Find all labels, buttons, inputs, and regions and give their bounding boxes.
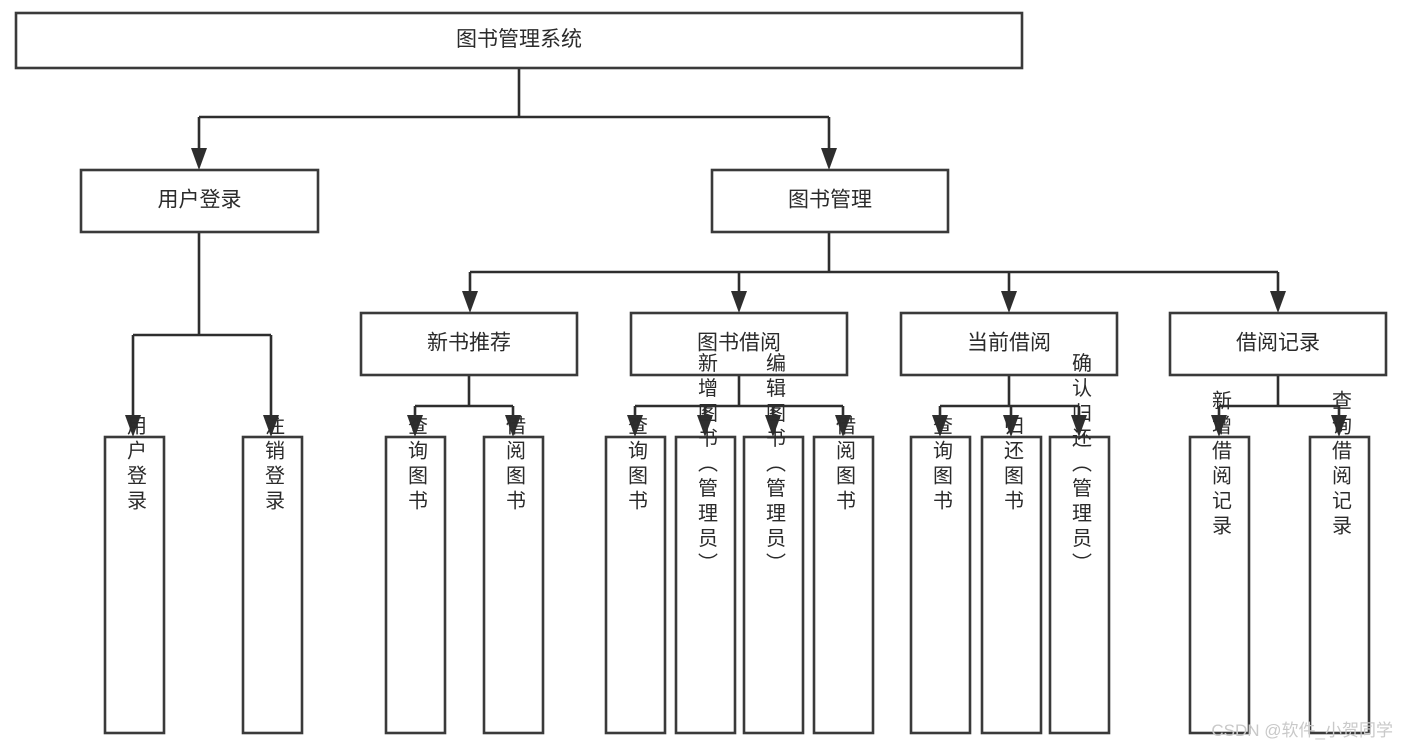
node-label: 新书推荐 (427, 332, 511, 355)
node-label: 图书管理系统 (456, 28, 582, 51)
node-box[interactable] (980, 435, 1043, 735)
node-box[interactable] (629, 311, 849, 377)
arrow-head-icon (821, 148, 837, 170)
node-label: 图书借阅 (697, 332, 781, 355)
connectors-layer (125, 68, 1347, 437)
node-box[interactable] (241, 435, 304, 735)
node-box[interactable] (1168, 311, 1388, 377)
node-box[interactable] (812, 435, 875, 735)
node-leaf_4[interactable]: 查询图书 (604, 415, 667, 735)
arrow-head-icon (1071, 415, 1087, 437)
connector-group-root-to-level2 (191, 68, 837, 170)
node-label: 当前借阅 (967, 332, 1051, 355)
connector-group-user-login-to-leaves (125, 232, 279, 437)
node-label: 借阅图书 (833, 415, 856, 515)
node-box[interactable] (384, 435, 447, 735)
node-leaf_9[interactable]: 归还图书 (980, 415, 1043, 735)
arrow-head-icon (731, 291, 747, 313)
node-leaf_1[interactable]: 注销登录 (241, 415, 304, 735)
arrow-head-icon (835, 415, 851, 437)
arrow-head-icon (1270, 291, 1286, 313)
node-label: 新增借阅记录 (1209, 390, 1232, 540)
node-box[interactable] (103, 435, 166, 735)
node-label: 确认归还（管理员） (1069, 352, 1092, 577)
node-label: 查询借阅记录 (1329, 390, 1352, 540)
node-box[interactable] (604, 435, 667, 735)
node-l3_2[interactable]: 当前借阅 (899, 311, 1119, 377)
nodes-layer: 图书管理系统用户登录图书管理新书推荐图书借阅当前借阅借阅记录用户登录注销登录查询… (14, 11, 1388, 735)
node-box[interactable] (742, 435, 805, 735)
arrow-head-icon (932, 415, 948, 437)
arrow-head-icon (765, 415, 781, 437)
connector-group-book-management-to-level3 (462, 232, 1286, 313)
node-label: 新增图书（管理员） (695, 352, 718, 577)
node-label: 查询图书 (930, 415, 953, 515)
node-l3_0[interactable]: 新书推荐 (359, 311, 579, 377)
arrow-head-icon (1001, 291, 1017, 313)
node-l3_3[interactable]: 借阅记录 (1168, 311, 1388, 377)
node-l3_1[interactable]: 图书借阅 (629, 311, 849, 377)
arrow-head-icon (407, 415, 423, 437)
arrow-head-icon (1331, 415, 1347, 437)
node-label: 用户登录 (158, 189, 242, 212)
node-box[interactable] (899, 311, 1119, 377)
node-leaf_6[interactable]: 编辑图书（管理员） (742, 352, 805, 735)
node-leaf_5[interactable]: 新增图书（管理员） (674, 352, 737, 735)
node-box[interactable] (79, 168, 320, 234)
arrow-head-icon (191, 148, 207, 170)
node-box[interactable] (359, 311, 579, 377)
node-box[interactable] (1188, 435, 1251, 735)
node-leaf_10[interactable]: 确认归还（管理员） (1048, 352, 1111, 735)
node-label: 借阅记录 (1236, 332, 1320, 355)
arrow-head-icon (263, 415, 279, 437)
node-box[interactable] (482, 435, 545, 735)
node-leaf_8[interactable]: 查询图书 (909, 415, 972, 735)
node-box[interactable] (710, 168, 950, 234)
arrow-head-icon (462, 291, 478, 313)
node-leaf_0[interactable]: 用户登录 (103, 415, 166, 735)
node-leaf_2[interactable]: 查询图书 (384, 415, 447, 735)
node-leaf_11[interactable]: 新增借阅记录 (1188, 390, 1251, 735)
node-box[interactable] (1308, 435, 1371, 735)
node-label: 编辑图书（管理员） (763, 352, 786, 577)
arrow-head-icon (627, 415, 643, 437)
arrow-head-icon (125, 415, 141, 437)
node-leaf_3[interactable]: 借阅图书 (482, 415, 545, 735)
node-label: 查询图书 (625, 415, 648, 515)
arrow-head-icon (1211, 415, 1227, 437)
node-label: 查询图书 (405, 415, 428, 515)
node-label: 用户登录 (124, 415, 147, 515)
csdn-watermark: CSDN @软件_小贺同学 (1211, 721, 1393, 740)
node-label: 注销登录 (262, 415, 285, 515)
node-label: 图书管理 (788, 189, 872, 212)
arrow-head-icon (505, 415, 521, 437)
node-box[interactable] (14, 11, 1024, 70)
node-label: 归还图书 (1001, 415, 1024, 515)
connector-group-book-borrow-to-leaves (627, 375, 851, 437)
node-l2_1[interactable]: 图书管理 (710, 168, 950, 234)
node-box[interactable] (1048, 435, 1111, 735)
connector-group-current-borrow-to-leaves (932, 375, 1087, 437)
node-leaf_7[interactable]: 借阅图书 (812, 415, 875, 735)
arrow-head-icon (1003, 415, 1019, 437)
node-root[interactable]: 图书管理系统 (14, 11, 1024, 70)
node-box[interactable] (674, 435, 737, 735)
connector-group-new-book-recommend-to-leaves (407, 375, 521, 437)
arrow-head-icon (697, 415, 713, 437)
node-l2_0[interactable]: 用户登录 (79, 168, 320, 234)
node-label: 借阅图书 (503, 415, 526, 515)
connector-group-borrow-record-to-leaves (1211, 375, 1347, 437)
node-leaf_12[interactable]: 查询借阅记录 (1308, 390, 1371, 735)
node-box[interactable] (909, 435, 972, 735)
